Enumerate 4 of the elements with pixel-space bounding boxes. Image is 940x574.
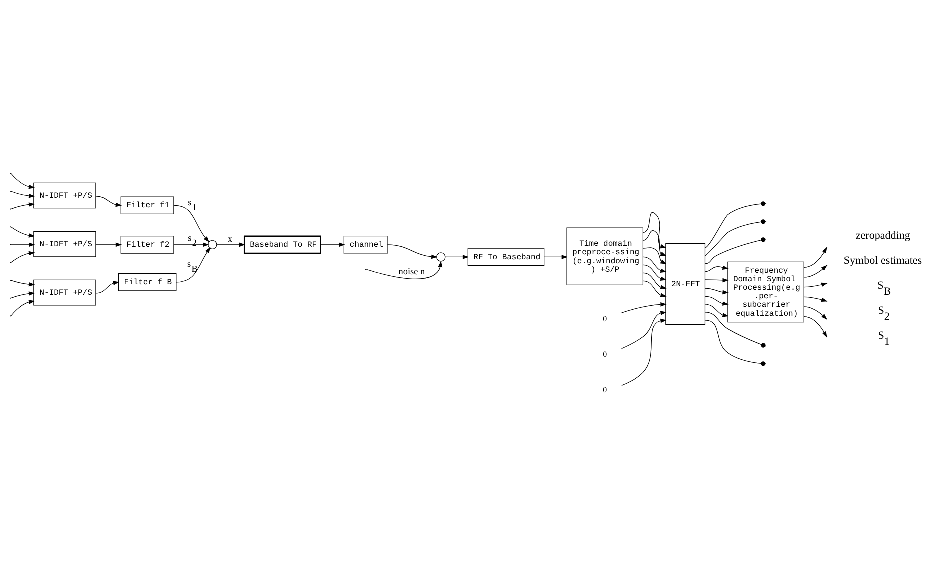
edge-label: noise n bbox=[398, 266, 426, 276]
edge-label: x bbox=[228, 233, 233, 244]
label: Symbol estimates bbox=[844, 254, 922, 267]
label: zeropadding bbox=[856, 230, 910, 242]
